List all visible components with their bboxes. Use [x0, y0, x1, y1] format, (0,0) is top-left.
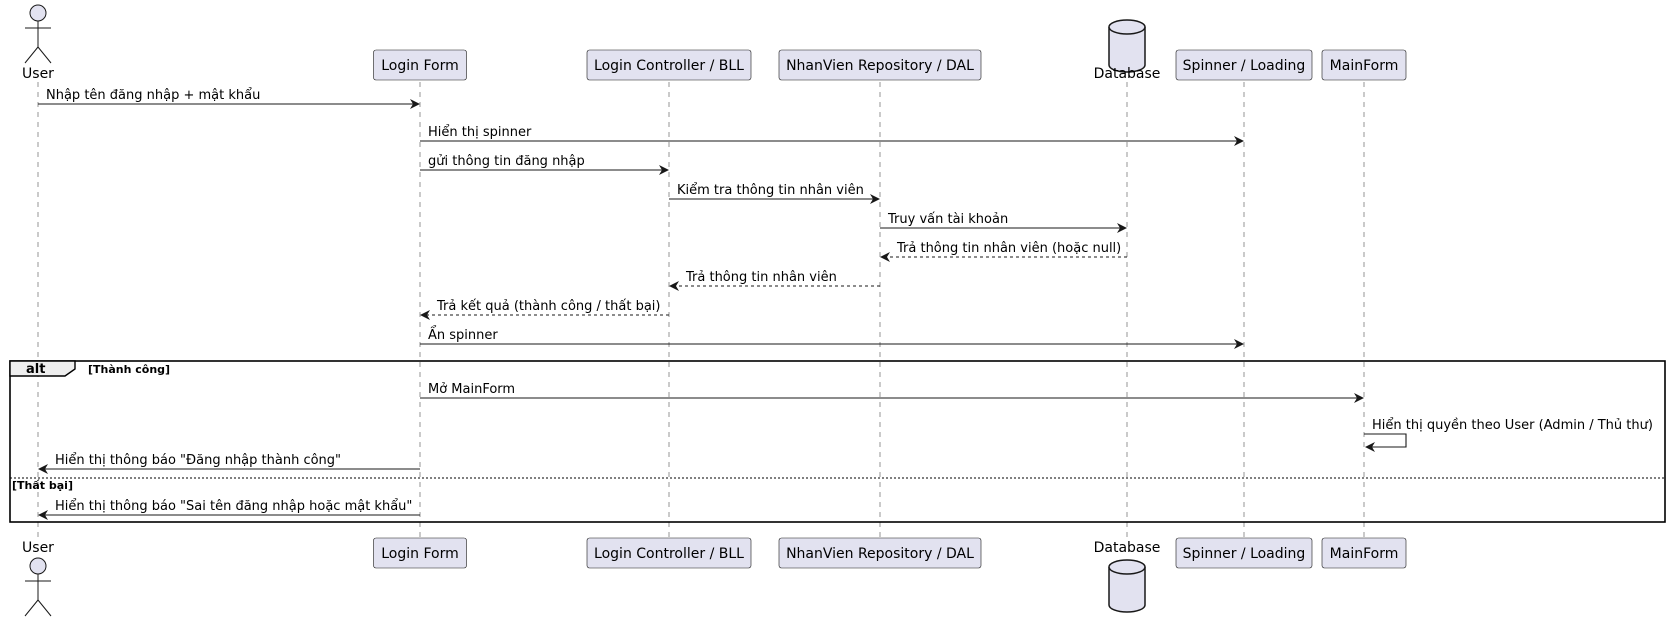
participant-headers: User Login Form Login Controller / BLL Nhan… [22, 4, 1407, 82]
actor-icon [24, 4, 52, 64]
participant-head-mainform: MainForm [1321, 49, 1407, 81]
message-9: Ẩn spinner [420, 326, 1244, 349]
participant-footers: User Login Form Login Controller / BLL Nhan… [22, 537, 1407, 617]
participant-box [373, 537, 467, 569]
alt-tab [9, 360, 76, 377]
participant-head-login-controller: Login Controller / BLL [586, 49, 752, 81]
participant-tail-user: User [22, 540, 54, 617]
message-10: Mở MainForm [420, 382, 1364, 403]
message-5: Truy vấn tài khoản [880, 212, 1127, 233]
message-label: Mở MainForm [428, 382, 515, 397]
alt-frame [9, 360, 1666, 523]
participant-tail-spinner: Spinner / Loading [1175, 537, 1313, 569]
actor-icon [24, 557, 52, 617]
message-arrow [1364, 433, 1407, 452]
message-label: Trả thông tin nhân viên [685, 270, 837, 285]
message-label: Truy vấn tài khoản [887, 212, 1008, 227]
participant-box [1321, 49, 1407, 81]
participant-label: NhanVien Repository / DAL [786, 58, 974, 74]
participant-label: Login Form [381, 546, 459, 562]
lifelines [37, 82, 1365, 538]
message-label: Ẩn spinner [428, 326, 498, 343]
participant-label: Database [1094, 540, 1161, 556]
participant-head-user: User [22, 4, 54, 82]
message-label: gửi thông tin đăng nhập [428, 154, 585, 169]
alt-label: alt [26, 362, 45, 377]
message-label: Trả thông tin nhân viên (hoặc null) [896, 241, 1121, 256]
message-label: Trả kết quả (thành công / thất bại) [436, 299, 660, 314]
participant-head-nhanvien-repo: NhanVien Repository / DAL [778, 49, 982, 81]
alt-fragment: alt [Thành công] [Thất bại] [9, 360, 1666, 523]
participant-label: Login Controller / BLL [594, 546, 744, 562]
message-12: Hiển thị thông báo "Đăng nhập thành công… [38, 453, 420, 474]
participant-label: Login Controller / BLL [594, 58, 744, 74]
participant-head-database: Database [1094, 19, 1161, 82]
message-7: Trả thông tin nhân viên [669, 270, 880, 291]
alt-guard-failure: [Thất bại] [12, 479, 73, 492]
participant-box [586, 537, 752, 569]
participant-head-spinner: Spinner / Loading [1175, 49, 1313, 81]
message-13: Hiển thị thông báo "Sai tên đăng nhập ho… [38, 499, 420, 520]
message-11: Hiển thị quyền theo User (Admin / Thủ th… [1364, 418, 1653, 452]
message-label: Nhập tên đăng nhập + mật khẩu [46, 88, 260, 103]
message-label: Kiểm tra thông tin nhân viên [677, 183, 864, 198]
participant-box [1175, 537, 1313, 569]
participant-tail-login-form: Login Form [373, 537, 467, 569]
participant-label: User [22, 66, 54, 82]
message-1: Nhập tên đăng nhập + mật khẩu [38, 88, 420, 109]
message-label: Hiển thị thông báo "Đăng nhập thành công… [55, 453, 341, 468]
participant-label: NhanVien Repository / DAL [786, 546, 974, 562]
message-4: Kiểm tra thông tin nhân viên [669, 183, 880, 204]
participant-label: User [22, 540, 54, 556]
participant-box [778, 537, 982, 569]
participant-box [1175, 49, 1313, 81]
participant-label: Spinner / Loading [1183, 546, 1306, 562]
message-label: Hiển thị quyền theo User (Admin / Thủ th… [1372, 418, 1653, 433]
participant-head-login-form: Login Form [373, 49, 467, 81]
participant-tail-mainform: MainForm [1321, 537, 1407, 569]
participant-label: Login Form [381, 58, 459, 74]
database-icon [1108, 559, 1146, 613]
participant-box [778, 49, 982, 81]
message-label: Hiển thị thông báo "Sai tên đăng nhập ho… [55, 499, 412, 514]
message-3: gửi thông tin đăng nhập [420, 154, 669, 175]
database-icon [1108, 19, 1146, 73]
alt-guard-success: [Thành công] [88, 363, 170, 376]
participant-tail-database: Database [1094, 540, 1161, 613]
message-2: Hiển thị spinner [420, 125, 1244, 146]
message-6: Trả thông tin nhân viên (hoặc null) [880, 241, 1127, 262]
participant-box [586, 49, 752, 81]
participant-label: MainForm [1330, 546, 1399, 562]
participant-label: Database [1094, 66, 1161, 82]
participant-tail-login-controller: Login Controller / BLL [586, 537, 752, 569]
message-8: Trả kết quả (thành công / thất bại) [420, 299, 669, 320]
participant-box [373, 49, 467, 81]
participant-tail-nhanvien-repo: NhanVien Repository / DAL [778, 537, 982, 569]
participant-box [1321, 537, 1407, 569]
message-label: Hiển thị spinner [428, 125, 532, 140]
participant-label: MainForm [1330, 58, 1399, 74]
participant-label: Spinner / Loading [1183, 58, 1306, 74]
